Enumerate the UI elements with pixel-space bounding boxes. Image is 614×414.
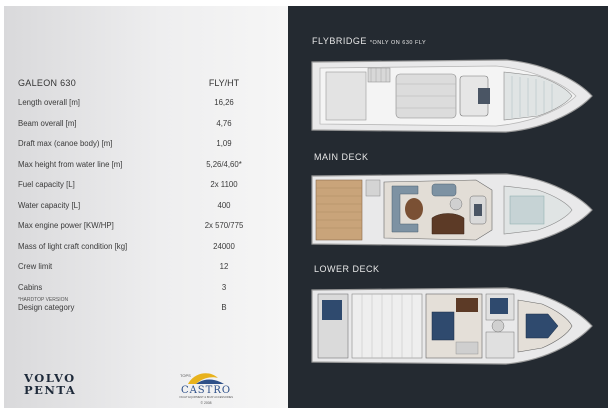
spiral-stair — [449, 197, 463, 211]
castro-wave-icon — [196, 379, 224, 384]
master-bathroom — [455, 341, 479, 355]
foredeck-sun-pad — [509, 195, 545, 225]
spec-label: Max height from water line [m] — [18, 159, 123, 169]
flybridge-foredeck — [503, 71, 573, 121]
spec-value: 24000 — [213, 241, 235, 251]
main-deck-cockpit — [315, 179, 363, 241]
spec-label: Draft max (canoe body) [m] — [18, 139, 113, 148]
vip-bed — [525, 313, 559, 339]
spec-value: 1,09 — [216, 139, 232, 148]
master-bed — [431, 311, 455, 341]
spec-row: Design category B — [18, 303, 278, 324]
lower-deck-plan — [311, 287, 593, 365]
flybridge-label: FLYBRIDGE *ONLY ON 630 FLY — [312, 36, 426, 46]
guest-bathroom — [485, 331, 515, 359]
saloon-armchair — [431, 183, 457, 197]
spec-label: Crew limit — [18, 262, 53, 271]
spec-row: Draft max (canoe body) [m] 1,09 — [18, 139, 278, 160]
spec-row: Cabins 3 — [18, 283, 278, 304]
spec-row: Beam overall [m] 4,76 — [18, 119, 278, 140]
flybridge-stairs — [367, 67, 391, 83]
main-deck-label: MAIN DECK — [314, 152, 369, 162]
spec-label: Length overall [m] — [18, 98, 80, 107]
flybridge-cockpit-area — [325, 71, 367, 121]
flybridge-title: FLYBRIDGE — [312, 36, 367, 46]
spec-label: Max engine power [KW/HP] — [18, 221, 114, 230]
main-deck-stairs — [365, 179, 381, 197]
spec-row: Length overall [m] 16,26 — [18, 98, 278, 119]
castro-sail-icon — [188, 373, 218, 384]
main-deck-plan — [311, 173, 593, 247]
spec-value: 2x 570/775 — [204, 221, 244, 230]
castro-logo-top: TOPS — [180, 373, 191, 378]
spec-row: Max engine power [KW/HP] 2x 570/775 — [18, 221, 278, 242]
spec-value: B — [221, 303, 227, 312]
spec-value: 16,26 — [214, 98, 234, 107]
main-helm-seat — [474, 204, 482, 216]
spec-value: 3 — [221, 282, 227, 292]
spec-row: Mass of light craft condition [kg] 24000 — [18, 242, 278, 263]
master-vanity — [456, 298, 478, 312]
flybridge-note: *ONLY ON 630 FLY — [369, 40, 427, 46]
spec-value: 400 — [217, 200, 231, 210]
model-name: GALEON 630 — [18, 78, 77, 88]
lower-spiral-stair — [491, 319, 505, 333]
spec-value: 2x 1100 — [210, 180, 238, 189]
engine-room — [351, 293, 423, 359]
hardtop-footnote: *HARDTOP VERSION — [18, 297, 69, 303]
spec-value: 12 — [219, 262, 229, 271]
spec-row: Water capacity [L] 400 — [18, 201, 278, 222]
spec-label: Beam overall [m] — [18, 118, 77, 128]
spec-row: Crew limit 12 — [18, 262, 278, 283]
spec-label: Mass of light craft condition [kg] — [18, 241, 128, 251]
spec-value: 5,26/4,60* — [206, 159, 242, 169]
castro-logo-bottom: © 2008 — [201, 401, 212, 405]
lower-deck-label: LOWER DECK — [314, 264, 380, 274]
crew-berth — [322, 300, 342, 320]
specifications-panel: GALEON 630 FLY/HT Length overall [m] 16,2… — [4, 6, 288, 408]
saloon-table — [405, 198, 423, 220]
galley-counter — [431, 213, 465, 235]
spec-row: Max height from water line [m] 5,26/4,60* — [18, 160, 278, 181]
spec-label: Fuel capacity [L] — [18, 180, 75, 189]
saloon-sofa — [391, 185, 419, 233]
flybridge-plan — [311, 59, 593, 133]
volvo-logo-line1: VOLVO — [24, 371, 76, 385]
volvo-logo-line2: PENTA — [24, 383, 77, 397]
tops-castro-logo: TOPS CASTRO YACHT EQUIPMENT & BOAT ACCES… — [179, 373, 233, 405]
castro-logo-subtitle: YACHT EQUIPMENT & BOAT ACCESSORIES — [179, 395, 233, 399]
spec-label: Cabins — [18, 282, 43, 292]
spec-label: Design category — [18, 303, 75, 312]
spec-label: Water capacity [L] — [18, 200, 81, 210]
guest-bed — [490, 298, 508, 314]
volvo-penta-logo: VOLVO PENTA — [24, 372, 76, 396]
castro-logo-name: CASTRO — [181, 385, 231, 396]
spec-value: 4,76 — [216, 118, 232, 128]
spec-row: Fuel capacity [L] 2x 1100 — [18, 180, 278, 201]
flybridge-helm-seat — [478, 88, 490, 104]
version-column-header: FLY/HT — [208, 78, 240, 88]
